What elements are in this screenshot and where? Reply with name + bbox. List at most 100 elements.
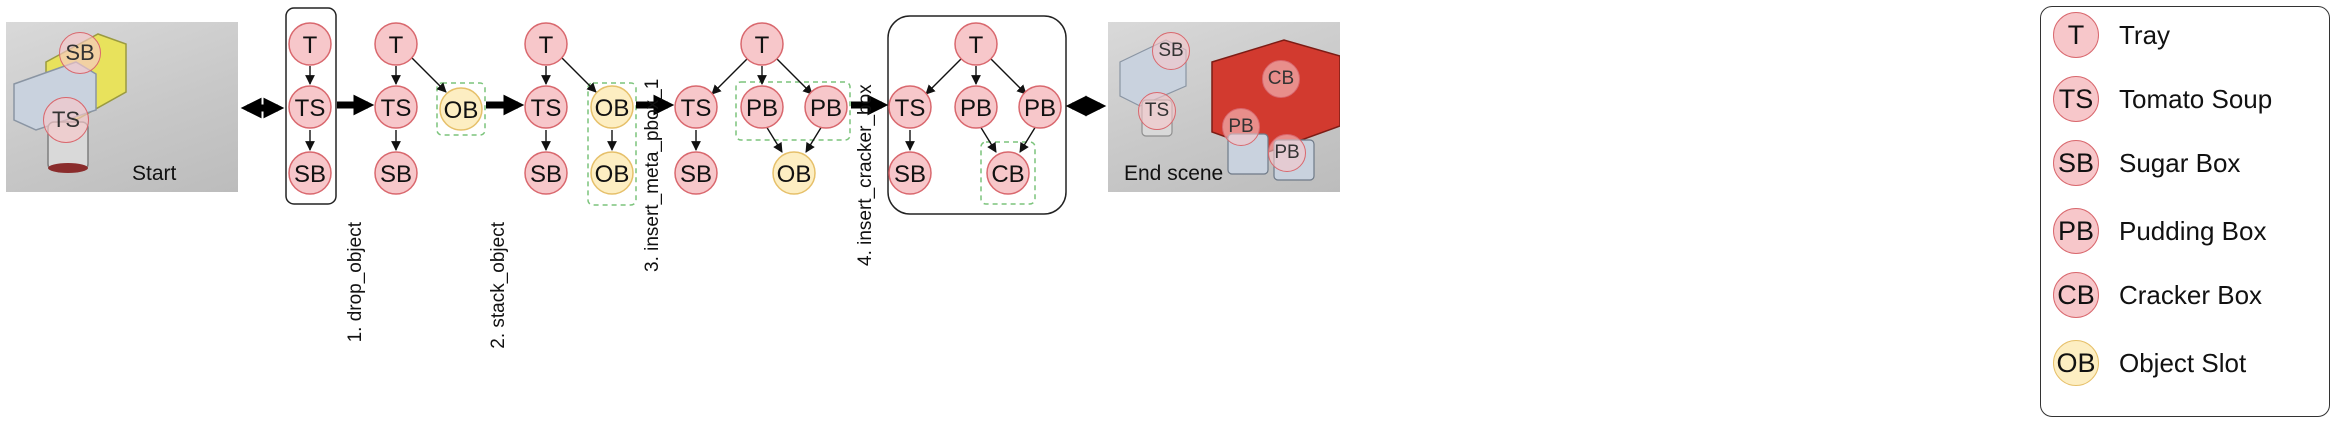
- tomato-soup-can-base: [48, 163, 88, 173]
- node-g5-t: T: [954, 22, 998, 66]
- legend-node-pudding-box: PB: [2053, 208, 2099, 254]
- end-scene-overlay-sb-label: SB: [1158, 40, 1184, 61]
- legend: T Tray TS Tomato Soup SB Sugar Box PB Pu…: [2040, 6, 2330, 417]
- end-scene-overlay-sb: SB: [1152, 32, 1190, 70]
- graph-3: T TS SB OB OB: [524, 22, 634, 195]
- edge-g5-t-pb2: [989, 57, 1027, 95]
- end-scene-label: End scene: [1124, 162, 1224, 185]
- node-g2-ts: TS: [374, 85, 418, 129]
- node-g2-ob-label: OB: [444, 97, 479, 124]
- node-g4-sb: SB: [674, 151, 718, 195]
- node-g3-ob-1-label: OB: [595, 95, 630, 122]
- step-1-label: 1. drop_object: [345, 221, 366, 342]
- node-g3-t-label: T: [539, 32, 554, 59]
- legend-node-tray: T: [2053, 12, 2099, 58]
- start-scene-overlay-sb: SB: [59, 32, 101, 74]
- legend-label-object-slot: Object Slot: [2119, 347, 2247, 378]
- edge-g3-t-ob: [561, 57, 597, 93]
- edge-g2-t-ob: [411, 57, 447, 93]
- start-scene-overlay-ts: TS: [43, 97, 89, 143]
- node-g5-pb-2-circle: [1018, 85, 1062, 129]
- legend-abbr-object-slot: OB: [2056, 347, 2096, 378]
- end-scene-overlay-pb-1: PB: [1222, 108, 1260, 146]
- node-g5-cb-circle: [986, 151, 1030, 195]
- graph-1: T TS SB: [288, 22, 332, 195]
- node-g5-sb-label: SB: [894, 161, 926, 188]
- legend-abbr-tray: T: [2067, 19, 2085, 50]
- node-g2-ts-label: TS: [381, 95, 412, 122]
- node-g3-ob-2: OB: [590, 151, 634, 195]
- legend-row-pudding-box: PB Pudding Box: [2053, 207, 2266, 255]
- node-g3-t: T: [524, 22, 568, 66]
- node-g3-ob-2-label: OB: [595, 161, 630, 188]
- node-g5-t-circle: [954, 22, 998, 66]
- legend-node-tomato-soup: TS: [2053, 76, 2099, 122]
- start-scene-overlay-ts-label: TS: [51, 107, 81, 132]
- node-g1-ts: TS: [288, 85, 332, 129]
- node-g4-ob: OB: [772, 151, 816, 195]
- node-g4-pb-1: PB: [740, 85, 784, 129]
- legend-row-object-slot: OB Object Slot: [2053, 339, 2246, 387]
- node-g3-ob-1: OB: [590, 85, 634, 129]
- ob-slot-group-2: [587, 82, 637, 206]
- node-g5-ts-circle: [888, 85, 932, 129]
- pb-group: [735, 81, 851, 141]
- node-g4-pb-2: PB: [804, 85, 848, 129]
- edge-g5-t-ts: [925, 57, 963, 95]
- node-g5-pb-2-label: PB: [1024, 95, 1056, 122]
- node-g3-t-circle: [524, 22, 568, 66]
- node-g2-t: T: [374, 22, 418, 66]
- node-g5-cb-label: CB: [991, 161, 1024, 188]
- node-g3-ob-2-circle: [590, 151, 634, 195]
- graph-2: T TS SB OB: [374, 22, 483, 195]
- node-g2-sb: SB: [374, 151, 418, 195]
- node-g2-ts-circle: [374, 85, 418, 129]
- end-scene-overlay-ts: TS: [1138, 92, 1176, 130]
- node-g3-sb-circle: [524, 151, 568, 195]
- node-g1-t: T: [288, 22, 332, 66]
- step-4-label: 4. insert_cracker_box: [855, 84, 876, 266]
- end-scene-image: SB TS CB PB PB End scene: [1108, 22, 1340, 192]
- node-g4-t-label: T: [755, 32, 770, 59]
- legend-abbr-cracker-box: CB: [2057, 279, 2095, 310]
- graph-4: T TS SB PB PB OB: [674, 22, 848, 195]
- end-scene-overlay-ts-label: TS: [1144, 100, 1170, 121]
- node-g5-pb-1-label: PB: [960, 95, 992, 122]
- node-g3-sb-label: SB: [530, 161, 562, 188]
- legend-label-sugar-box: Sugar Box: [2119, 147, 2241, 178]
- node-g5-ts-label: TS: [895, 95, 926, 122]
- node-g4-ts: TS: [674, 85, 718, 129]
- legend-abbr-sugar-box: SB: [2057, 147, 2095, 178]
- node-g4-ob-circle: [772, 151, 816, 195]
- legend-node-object-slot: OB: [2053, 340, 2099, 386]
- node-g2-sb-label: SB: [380, 161, 412, 188]
- node-g4-sb-label: SB: [680, 161, 712, 188]
- node-g2-ob: OB: [439, 87, 483, 131]
- node-g2-t-circle: [374, 22, 418, 66]
- step-2-label: 2. stack_object: [488, 221, 509, 348]
- end-scene-overlay-pb-2-label: PB: [1274, 142, 1300, 163]
- node-g3-ts-label: TS: [531, 95, 562, 122]
- node-g4-ts-label: TS: [681, 95, 712, 122]
- node-g5-pb-2: PB: [1018, 85, 1062, 129]
- edge-g4-t-pb2: [775, 57, 813, 95]
- edge-g4-t-ts: [711, 57, 749, 95]
- start-scene-overlay-sb-label: SB: [65, 40, 95, 65]
- node-g4-ob-label: OB: [777, 161, 812, 188]
- legend-node-cracker-box: CB: [2053, 272, 2099, 318]
- edge-g4-pb1-ob: [765, 125, 783, 153]
- node-g1-t-label: T: [303, 32, 318, 59]
- node-g1-sb-circle: [288, 151, 332, 195]
- node-g3-ob-1-circle: [590, 85, 634, 129]
- node-g4-pb-1-circle: [740, 85, 784, 129]
- node-g1-t-circle: [288, 22, 332, 66]
- node-g5-pb-1: PB: [954, 85, 998, 129]
- node-g4-sb-circle: [674, 151, 718, 195]
- legend-row-cracker-box: CB Cracker Box: [2053, 271, 2262, 319]
- node-g2-ob-circle: [439, 87, 483, 131]
- end-scene-overlay-cb-label: CB: [1267, 68, 1295, 89]
- ob-slot-group-1: [436, 82, 486, 136]
- node-g1-ts-label: TS: [295, 95, 326, 122]
